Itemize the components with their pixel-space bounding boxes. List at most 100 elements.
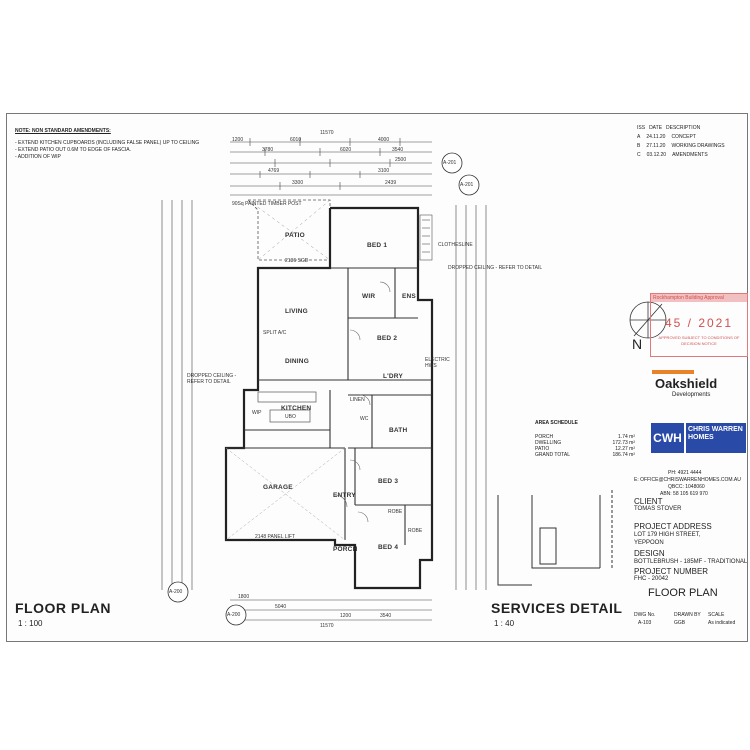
floor-plan-scale: 1 : 100 <box>18 619 43 628</box>
dim-top-5: 6020 <box>340 147 352 153</box>
address-label: PROJECT ADDRESS <box>634 522 712 531</box>
room-robe4: ROBE <box>408 528 423 534</box>
rev-header-iss: ISS <box>637 125 646 131</box>
north-label: N <box>632 336 643 352</box>
room-bed3: BED 3 <box>378 478 399 485</box>
dim-top-9: 4769 <box>268 168 280 174</box>
room-garage: GARAGE <box>263 484 293 491</box>
chris-warren-logo: CHRIS WARREN HOMES <box>686 423 746 453</box>
room-wip: WIP <box>252 410 262 416</box>
dim-top-10: 3300 <box>292 180 304 186</box>
note-item-1: - EXTEND KITCHEN CUPBOARDS (INCLUDING FA… <box>15 140 200 146</box>
room-linen: LINEN <box>350 397 365 403</box>
dim-top-1: 1200 <box>232 137 244 143</box>
room-ubo: UBO <box>285 414 296 420</box>
rev-a-desc: CONCEPT <box>671 134 696 140</box>
brand-ph: PH: 4921 4444 <box>668 470 702 476</box>
rev-header-date: DATE <box>649 125 663 131</box>
brand-qbcc: QBCC: 1048060 <box>668 484 705 490</box>
room-ens: ENS <box>402 293 416 300</box>
dim-top-11: 2439 <box>385 180 397 186</box>
rev-c-date: 03.12.20 <box>646 152 667 158</box>
sheet-title: FLOOR PLAN <box>648 587 718 599</box>
room-bed2: BED 2 <box>377 335 398 342</box>
note-dropped-ceiling-left: DROPPED CEILING - REFER TO DETAIL <box>187 373 237 385</box>
rev-header-desc: DESCRIPTION <box>666 125 701 131</box>
room-patio: PATIO <box>285 232 305 239</box>
area-row-dwelling-label: DWELLING <box>535 440 562 446</box>
rev-a-iss: A <box>637 134 641 140</box>
floor-plan-title: FLOOR PLAN <box>15 600 111 616</box>
note-timber-post: 90Sq PAINTED TIMBER POST <box>232 201 302 207</box>
room-living: LIVING <box>285 308 308 315</box>
brand-email: E: OFFICE@CHRISWARRENHOMES.COM.AU <box>634 477 741 483</box>
section-marker-1[interactable]: A-201 <box>443 160 457 166</box>
area-row-dwelling-value: 172.73 m² <box>612 440 635 446</box>
oakshield-sub: Developments <box>672 392 711 398</box>
address-line-2: YEPPOON <box>634 540 664 546</box>
design-value: BOTTLEBRUSH - 185MF - TRADITIONAL <box>634 559 748 565</box>
scale-label: SCALE <box>708 612 725 618</box>
address-line-1: LOT 179 HIGH STREET, <box>634 532 701 538</box>
dim-bottom-4: 3540 <box>380 613 392 619</box>
dwg-no-label: DWG No. <box>634 612 656 618</box>
stamp-footer-1: APPROVED SUBJECT TO CONDITIONS OF <box>658 335 740 340</box>
note-patio-door: 2136 SGD <box>285 258 309 264</box>
room-ldry: L'DRY <box>383 373 403 380</box>
oakshield-logo: Oakshield <box>655 376 718 391</box>
rev-c-desc: AMENDMENTS <box>672 152 708 158</box>
stamp-number: 45 / 2021 <box>664 316 734 330</box>
rev-b-desc: WORKING DRAWINGS <box>671 143 725 149</box>
room-bath: BATH <box>389 427 408 434</box>
note-electric-hws: ELECTRIC HWS <box>425 357 450 369</box>
room-wc: WC <box>360 416 369 422</box>
section-marker-2[interactable]: A-201 <box>460 182 474 188</box>
room-bed1: BED 1 <box>367 242 388 249</box>
dim-bottom-2: 5040 <box>275 604 287 610</box>
rev-a-date: 24.11.20 <box>646 134 666 140</box>
cwh-logo: CWH <box>651 423 684 453</box>
dim-top-7: 3100 <box>378 168 390 174</box>
approval-stamp: Rockhampton Building Approval 45 / 2021 … <box>650 293 748 357</box>
scale-value: As indicated <box>708 620 736 626</box>
dim-overall-bottom: 11570 <box>320 623 334 629</box>
dim-top-8: 2500 <box>395 157 407 163</box>
project-number-label: PROJECT NUMBER <box>634 567 709 576</box>
note-panel-lift: 2148 PANEL LIFT <box>255 534 296 540</box>
services-detail-scale: 1 : 40 <box>494 619 515 628</box>
dim-bottom-1: 1800 <box>238 594 250 600</box>
area-row-porch-label: PORCH <box>535 434 554 440</box>
room-entry: ENTRY <box>333 492 356 499</box>
note-item-3: - ADDITION OF WIP <box>15 154 61 160</box>
room-wir: WIR <box>362 293 376 300</box>
dim-top-6: 3540 <box>392 147 404 153</box>
rev-b-iss: B <box>637 143 641 149</box>
section-marker-4[interactable]: A-200 <box>227 612 241 618</box>
room-bed4: BED 4 <box>378 544 399 551</box>
area-row-patio-label: PATIO <box>535 446 550 452</box>
rev-b-date: 27.11.20 <box>646 143 666 149</box>
note-dropped-ceiling-right: DROPPED CEILING - REFER TO DETAIL <box>448 265 543 271</box>
area-row-total-label: GRAND TOTAL <box>535 452 571 458</box>
room-porch: PORCH <box>333 546 358 553</box>
note-split-ac: SPLIT A/C <box>263 330 287 336</box>
drawn-by-label: DRAWN BY <box>674 612 701 618</box>
stamp-header: Rockhampton Building Approval <box>651 294 747 302</box>
room-robe3: ROBE <box>388 509 403 515</box>
room-dining: DINING <box>285 358 309 365</box>
drawn-by-value: GGB <box>674 620 686 626</box>
dwg-no-value: A-103 <box>638 620 652 626</box>
room-kitchen: KITCHEN <box>281 405 312 412</box>
dim-top-4: 3780 <box>262 147 274 153</box>
design-label: DESIGN <box>634 549 665 558</box>
client-value: TOMAS STOVER <box>634 506 682 512</box>
project-number-value: FHC - 20042 <box>634 576 669 582</box>
note-item-2: - EXTEND PATIO OUT 0.6M TO EDGE OF FASCI… <box>15 147 131 153</box>
section-marker-3[interactable]: A-200 <box>169 589 183 595</box>
notes-heading: NOTE: NON STANDARD AMENDMENTS: <box>15 128 111 134</box>
area-row-porch-value: 1.74 m² <box>618 434 635 440</box>
services-detail-title: SERVICES DETAIL <box>491 600 623 616</box>
dim-top-3: 4000 <box>378 137 390 143</box>
